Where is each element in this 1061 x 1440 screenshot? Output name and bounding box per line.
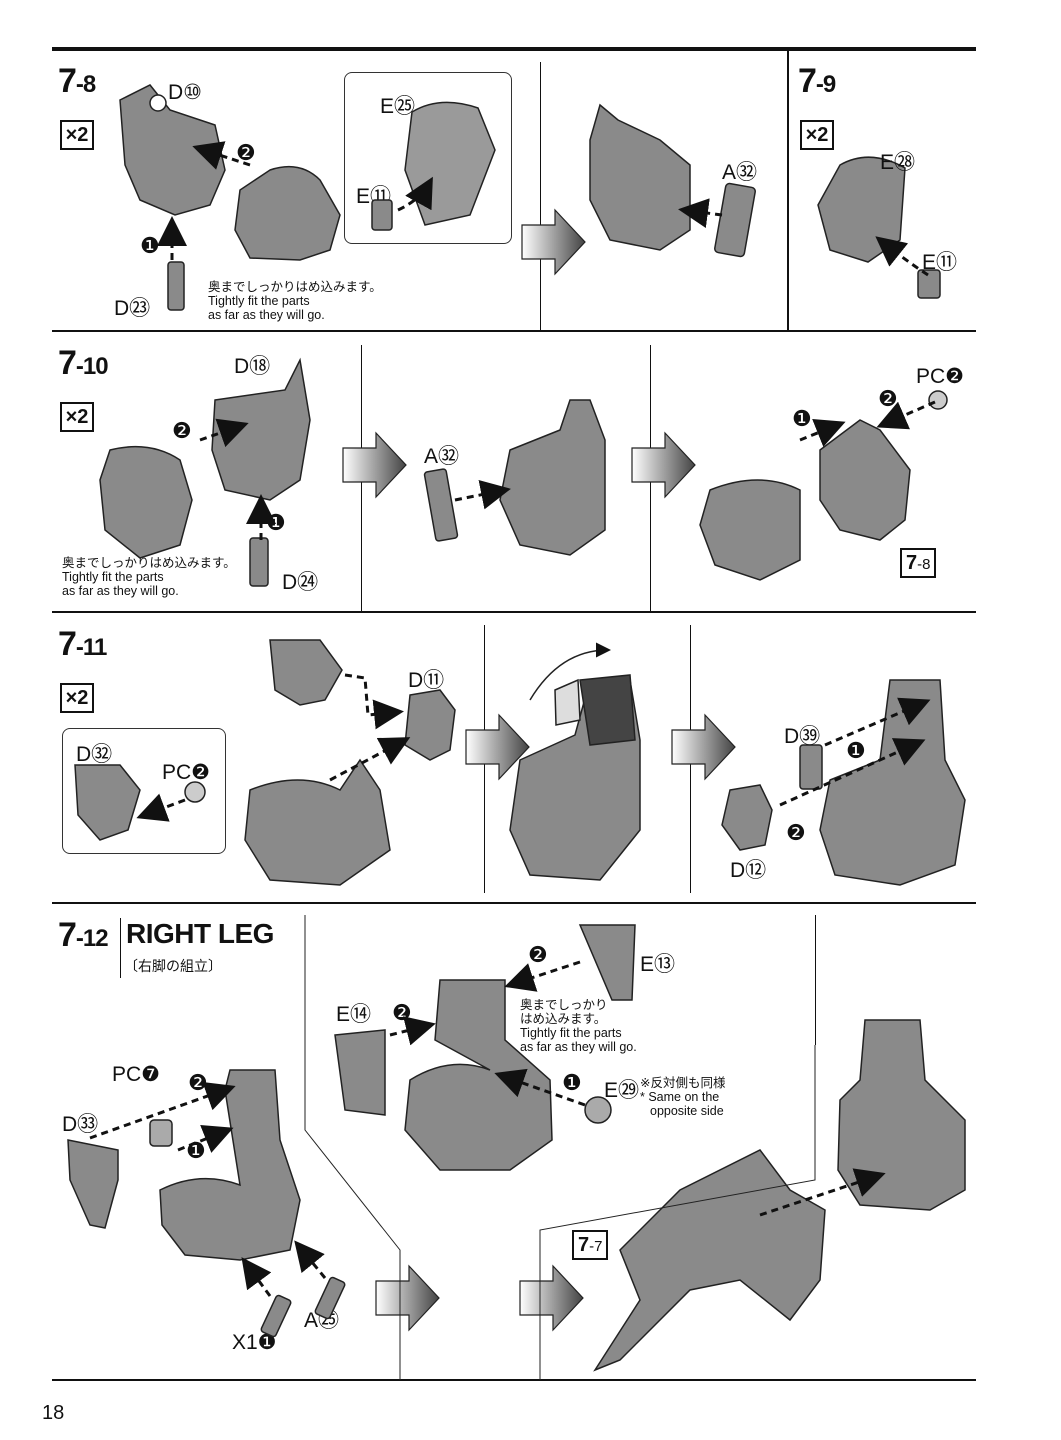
part-label: X1❶ bbox=[232, 1331, 277, 1354]
title-divider bbox=[120, 918, 121, 978]
part-label: E⑬ bbox=[640, 953, 676, 976]
bottom-rule bbox=[52, 1379, 976, 1381]
part-label: D㉓ bbox=[114, 297, 151, 320]
col-divider bbox=[787, 51, 789, 330]
part-label: E㉘ bbox=[880, 151, 916, 174]
part-label: PC❷ bbox=[916, 365, 964, 388]
part-label: E⑭ bbox=[336, 1003, 372, 1026]
col-divider bbox=[815, 915, 816, 1045]
part-label: D㉝ bbox=[62, 1113, 99, 1136]
row-divider-1 bbox=[52, 330, 976, 332]
top-rule bbox=[52, 47, 976, 51]
step-7-8-number: 7-8 bbox=[58, 62, 96, 100]
part-label: E㉕ bbox=[380, 95, 416, 118]
order-marker: ❷ bbox=[528, 942, 548, 967]
order-marker: ❷ bbox=[786, 820, 806, 845]
row-divider-3 bbox=[52, 902, 976, 904]
section-title: RIGHT LEG bbox=[126, 918, 274, 949]
quantity-badge: ×2 bbox=[60, 402, 94, 432]
part-label: D㉜ bbox=[76, 743, 113, 766]
order-marker: ❶ bbox=[792, 406, 812, 431]
part-label: D⑪ bbox=[408, 669, 445, 692]
part-label: D⑫ bbox=[730, 859, 767, 882]
part-label: D⑩ bbox=[168, 81, 202, 104]
part-label: D㊴ bbox=[784, 725, 821, 748]
quantity-badge: ×2 bbox=[60, 683, 94, 713]
step-7-12-number: 7-12 bbox=[58, 916, 109, 954]
step-7-11-number: 7-11 bbox=[58, 625, 107, 663]
section-subtitle: 〔右脚の組立〕 bbox=[124, 958, 222, 974]
part-label: A㉜ bbox=[722, 161, 758, 184]
order-marker: ❶ bbox=[140, 233, 160, 258]
quantity-badge: ×2 bbox=[800, 120, 834, 150]
order-marker: ❷ bbox=[172, 418, 192, 443]
step-7-9-number: 7-9 bbox=[798, 62, 836, 100]
reference-box: 7-8 bbox=[900, 548, 937, 578]
page-number: 18 bbox=[42, 1402, 65, 1424]
order-marker: ❶ bbox=[562, 1070, 582, 1095]
col-divider bbox=[540, 62, 541, 330]
order-marker: ❶ bbox=[846, 738, 866, 763]
part-label: PC❼ bbox=[112, 1063, 160, 1086]
part-label: E㉙ bbox=[604, 1079, 640, 1102]
part-label: E⑪ bbox=[922, 251, 958, 274]
quantity-badge: ×2 bbox=[60, 120, 94, 150]
step-7-10-number: 7-10 bbox=[58, 344, 109, 382]
row-divider-2 bbox=[52, 611, 976, 613]
part-label: D㉔ bbox=[282, 571, 319, 594]
order-marker: ❷ bbox=[236, 140, 256, 165]
part-label: D⑱ bbox=[234, 355, 271, 378]
reference-box: 7-7 bbox=[572, 1230, 609, 1260]
part-label: A㉜ bbox=[424, 445, 460, 468]
part-label: PC❷ bbox=[162, 761, 210, 784]
